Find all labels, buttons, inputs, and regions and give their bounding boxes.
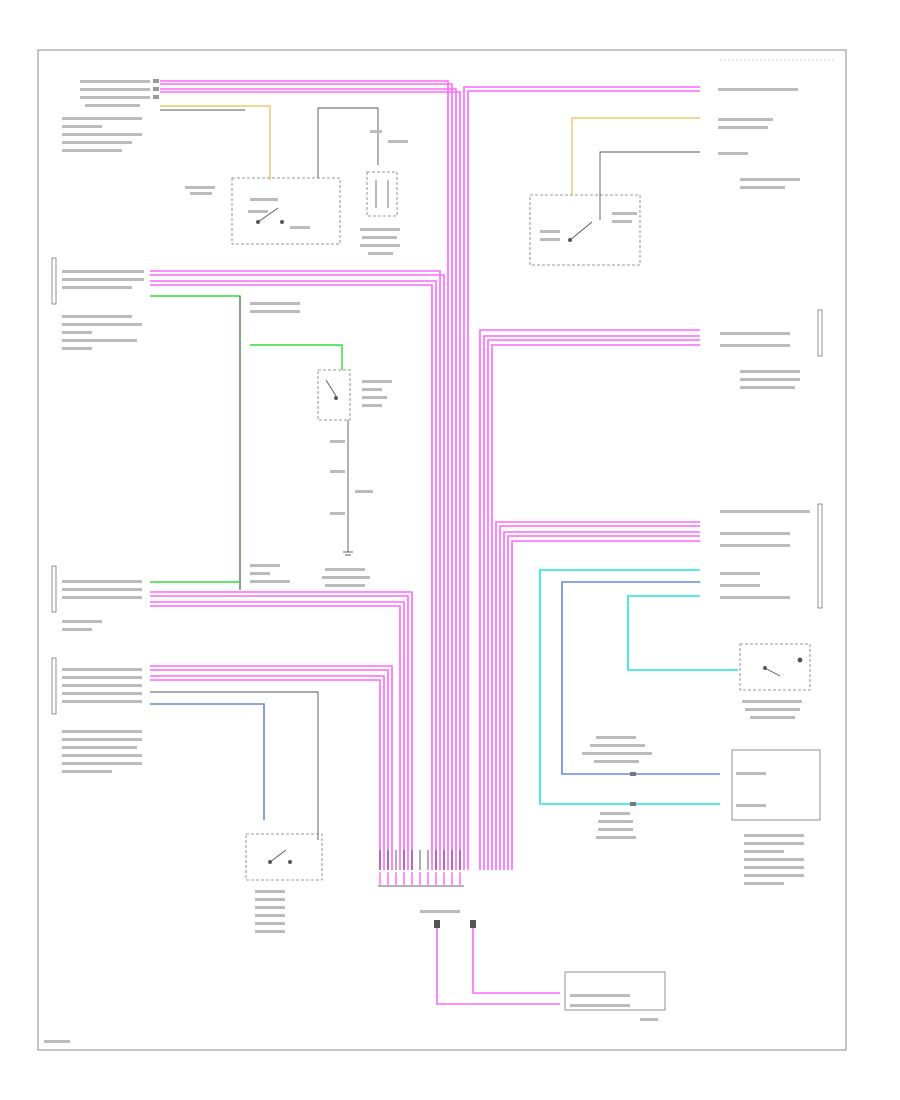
switch-icon bbox=[568, 221, 593, 242]
turn-switch-box bbox=[739, 643, 811, 691]
module-bracket bbox=[51, 565, 57, 613]
fourth-pink-bus bbox=[150, 665, 393, 870]
module-bracket bbox=[817, 309, 823, 357]
diagram-frame bbox=[37, 49, 847, 1051]
yellow-wire-right bbox=[571, 117, 700, 195]
fuse-icon bbox=[375, 180, 389, 208]
green-wire-switch bbox=[250, 344, 343, 370]
module-bracket bbox=[51, 257, 57, 305]
diode-icon bbox=[630, 772, 636, 806]
turn-signal-module bbox=[731, 749, 821, 821]
brake-switch-box bbox=[231, 177, 341, 245]
bottom-module-box bbox=[564, 971, 666, 1011]
relay-box bbox=[529, 194, 641, 266]
third-pink-bus bbox=[150, 591, 413, 870]
module-bracket bbox=[51, 657, 57, 715]
switch-icon bbox=[268, 849, 292, 864]
module-bracket bbox=[817, 503, 823, 609]
relay-wire bbox=[317, 107, 379, 178]
mid-right-pink-bus bbox=[479, 329, 700, 870]
yellow-wire bbox=[160, 105, 271, 180]
switch-icon bbox=[256, 207, 284, 224]
ground-icon bbox=[343, 551, 353, 556]
connector-icon bbox=[153, 87, 159, 91]
blue-wire-right bbox=[561, 581, 720, 775]
bottom-pink-wires bbox=[436, 928, 560, 1005]
blue-wire bbox=[150, 703, 265, 820]
gray-wire-4 bbox=[150, 691, 319, 840]
fuse-block bbox=[366, 171, 398, 217]
seatbelt-switch-box bbox=[245, 833, 323, 881]
connector-icon bbox=[153, 79, 159, 83]
connector-icon bbox=[153, 95, 159, 99]
green-wire bbox=[150, 295, 241, 590]
ignition-switch-box bbox=[317, 369, 351, 421]
switch-icon bbox=[325, 379, 338, 400]
second-pink-bus bbox=[150, 270, 445, 870]
connector-icon bbox=[434, 920, 476, 928]
cyan-wires bbox=[539, 569, 738, 805]
top-pink-bus bbox=[160, 80, 461, 870]
gray-wire-right bbox=[599, 151, 700, 220]
top-left-module bbox=[62, 79, 159, 152]
splice-connector bbox=[378, 850, 464, 887]
switch-icon bbox=[763, 657, 803, 677]
right-top-pink-bus bbox=[463, 86, 700, 870]
lower-right-pink-bus bbox=[495, 521, 700, 870]
